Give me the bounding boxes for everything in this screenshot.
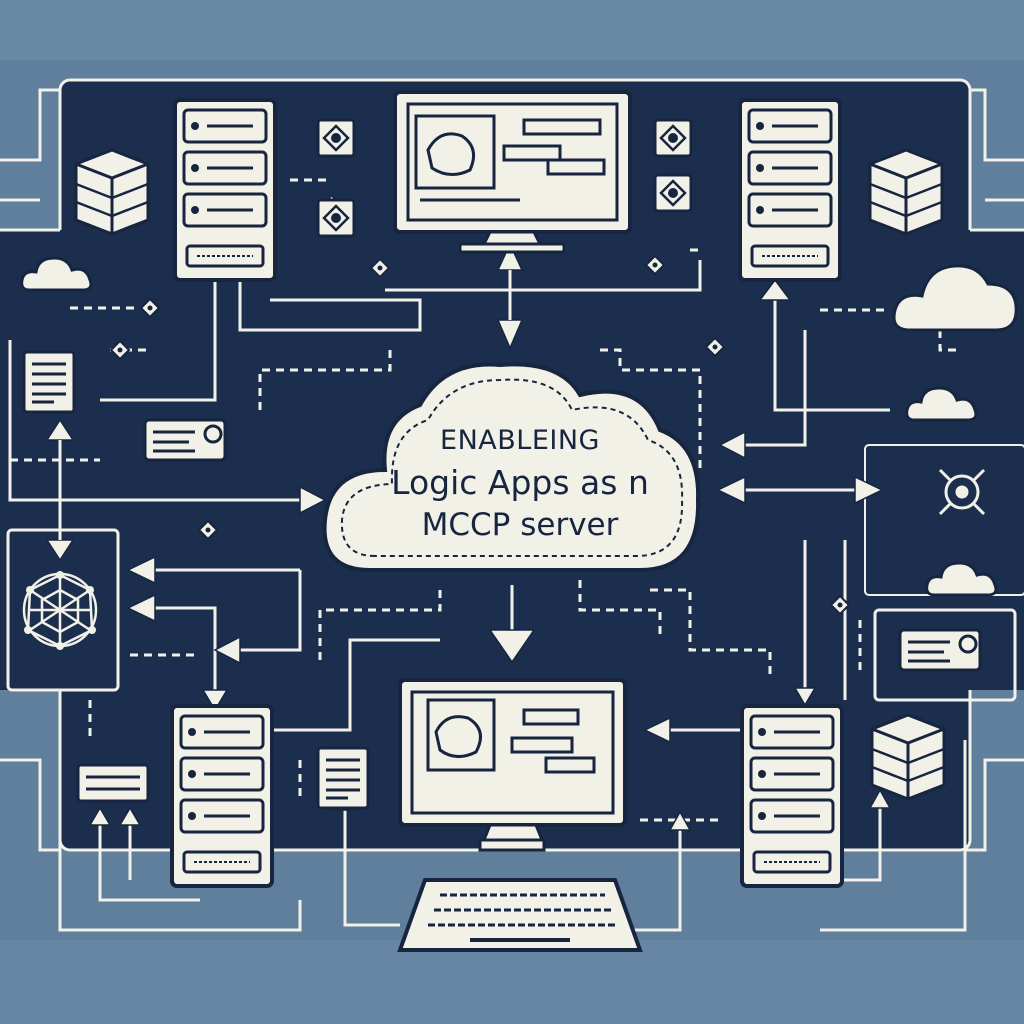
left-side-box [6, 528, 120, 692]
server-top-left [173, 98, 277, 282]
cloud-title: ENABLEING Logic Apps as n MCCP server [370, 420, 670, 546]
card-bottom-left [76, 763, 150, 803]
id-card-right [898, 628, 982, 672]
dashed-connectors [10, 178, 960, 822]
document-bottom [316, 746, 370, 810]
target-icon [938, 468, 986, 516]
frame-lines [0, 88, 1024, 852]
badge-top-left [316, 118, 356, 158]
right-side-box [873, 608, 1017, 702]
document-left [22, 350, 76, 414]
cloud-right-large [892, 264, 1018, 332]
monitor-top [393, 90, 632, 254]
title-line-3: MCCP server [421, 507, 619, 543]
keyboard [397, 878, 643, 952]
network-sphere-icon [22, 572, 98, 648]
title-line-1: ENABLEING [440, 425, 600, 456]
badge-top-right-lower [653, 173, 693, 213]
box-stack-right [868, 148, 944, 236]
server-top-right [738, 98, 842, 282]
badge-top-left-lower [316, 198, 356, 238]
box-stack-left [74, 148, 150, 236]
monitor-bottom [398, 678, 627, 852]
box-stack-bottom-right [870, 713, 946, 801]
badge-top-right [653, 118, 693, 158]
server-bottom-right [740, 704, 844, 888]
central-cloud [322, 362, 701, 572]
server-bottom-left [170, 704, 274, 888]
id-card-left [143, 418, 227, 462]
title-line-2: Logic Apps as n [391, 463, 649, 502]
